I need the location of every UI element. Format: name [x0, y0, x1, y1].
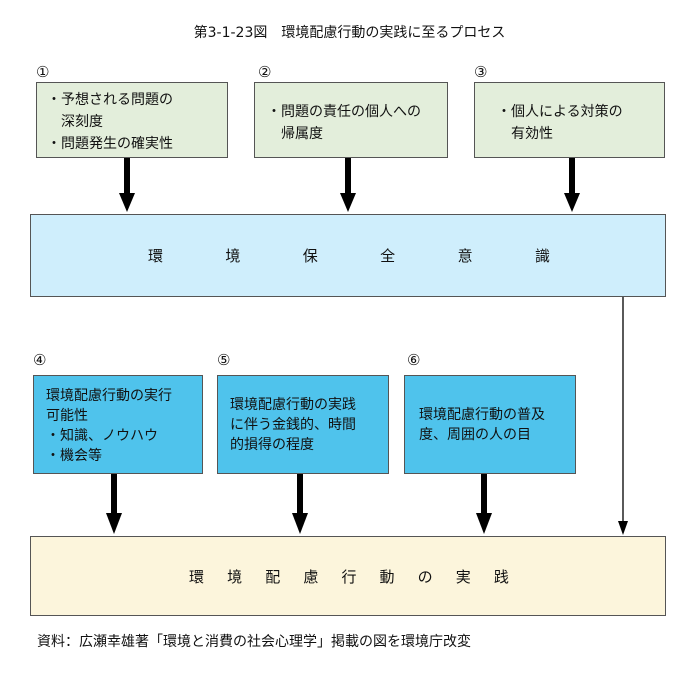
arrow-awareness-to-practice [618, 297, 628, 535]
factor-3-line-1: ・個人による対策の [497, 104, 623, 120]
factor-1-number: ① [36, 63, 50, 81]
factor-box-6: 環境配慮行動の普及 度、周囲の人の目 [404, 375, 576, 474]
factor-2-line-2: 帰属度 [267, 126, 323, 142]
practice-char-1: 環 [189, 567, 205, 586]
factor-box-4: 環境配慮行動の実行 可能性 ・知識、ノウハウ ・機会等 [33, 375, 203, 474]
factor-2-number: ② [258, 63, 272, 81]
factor-box-1: ・予想される問題の 深刻度 ・問題発生の確実性 [36, 82, 228, 158]
factor-box-2: ・問題の責任の個人への 帰属度 [254, 82, 448, 158]
practice-char-9: 践 [493, 567, 509, 586]
awareness-char-6: 識 [534, 247, 550, 265]
environmental-behavior-practice-box: 環 境 配 慮 行 動 の 実 践 [30, 536, 666, 616]
factor-4-line-2: 可能性 [46, 408, 88, 424]
factor-box-3: ・個人による対策の 有効性 [474, 82, 665, 158]
factor-6-line-2: 度、周囲の人の目 [419, 427, 531, 443]
factor-4-number: ④ [33, 351, 47, 369]
source-note: 資料：広瀬幸雄著「環境と消費の社会心理学」掲載の図を環境庁改変 [37, 634, 471, 650]
practice-char-5: 行 [341, 567, 357, 586]
arrow-factor5-to-practice [292, 474, 308, 534]
factor-6-line-1: 環境配慮行動の普及 [419, 407, 545, 423]
factor-box-5: 環境配慮行動の実践 に伴う金銭的、時間 的損得の程度 [217, 375, 389, 474]
factor-5-line-3: 的損得の程度 [230, 437, 314, 453]
factor-4-line-3: ・知識、ノウハウ [46, 428, 158, 444]
factor-1-line-2: 深刻度 [47, 114, 103, 130]
arrow-factor4-to-practice [106, 474, 122, 534]
awareness-char-4: 全 [380, 247, 396, 265]
awareness-char-1: 環 [148, 247, 164, 265]
arrow-factor2-to-awareness [340, 158, 356, 212]
environmental-conservation-awareness-box: 環 境 保 全 意 識 [30, 214, 666, 297]
factor-3-number: ③ [474, 63, 488, 81]
arrow-factor6-to-practice [476, 474, 492, 534]
practice-char-8: 実 [455, 567, 471, 586]
awareness-char-5: 意 [457, 247, 473, 265]
practice-char-3: 配 [265, 567, 281, 586]
factor-1-line-1: ・予想される問題の [47, 92, 173, 108]
factor-3-line-2: 有効性 [497, 126, 553, 142]
factor-1-line-3: ・問題発生の確実性 [47, 136, 173, 152]
factor-5-number: ⑤ [217, 351, 231, 369]
factor-4-line-1: 環境配慮行動の実行 [46, 388, 172, 404]
awareness-char-3: 保 [302, 247, 318, 265]
factor-5-line-2: に伴う金銭的、時間 [230, 417, 356, 433]
awareness-char-2: 境 [225, 247, 241, 265]
factor-6-number: ⑥ [407, 351, 421, 369]
arrow-factor3-to-awareness [564, 158, 580, 212]
practice-char-7: の [417, 567, 433, 586]
practice-char-6: 動 [379, 567, 395, 586]
figure-title: 第3-1-23図 環境配慮行動の実践に至るプロセス [193, 25, 506, 41]
factor-4-line-4: ・機会等 [46, 448, 102, 464]
factor-5-line-1: 環境配慮行動の実践 [230, 397, 356, 413]
arrow-factor1-to-awareness [119, 158, 135, 212]
practice-char-2: 境 [227, 567, 243, 586]
practice-char-4: 慮 [303, 567, 319, 586]
factor-2-line-1: ・問題の責任の個人への [267, 104, 421, 120]
